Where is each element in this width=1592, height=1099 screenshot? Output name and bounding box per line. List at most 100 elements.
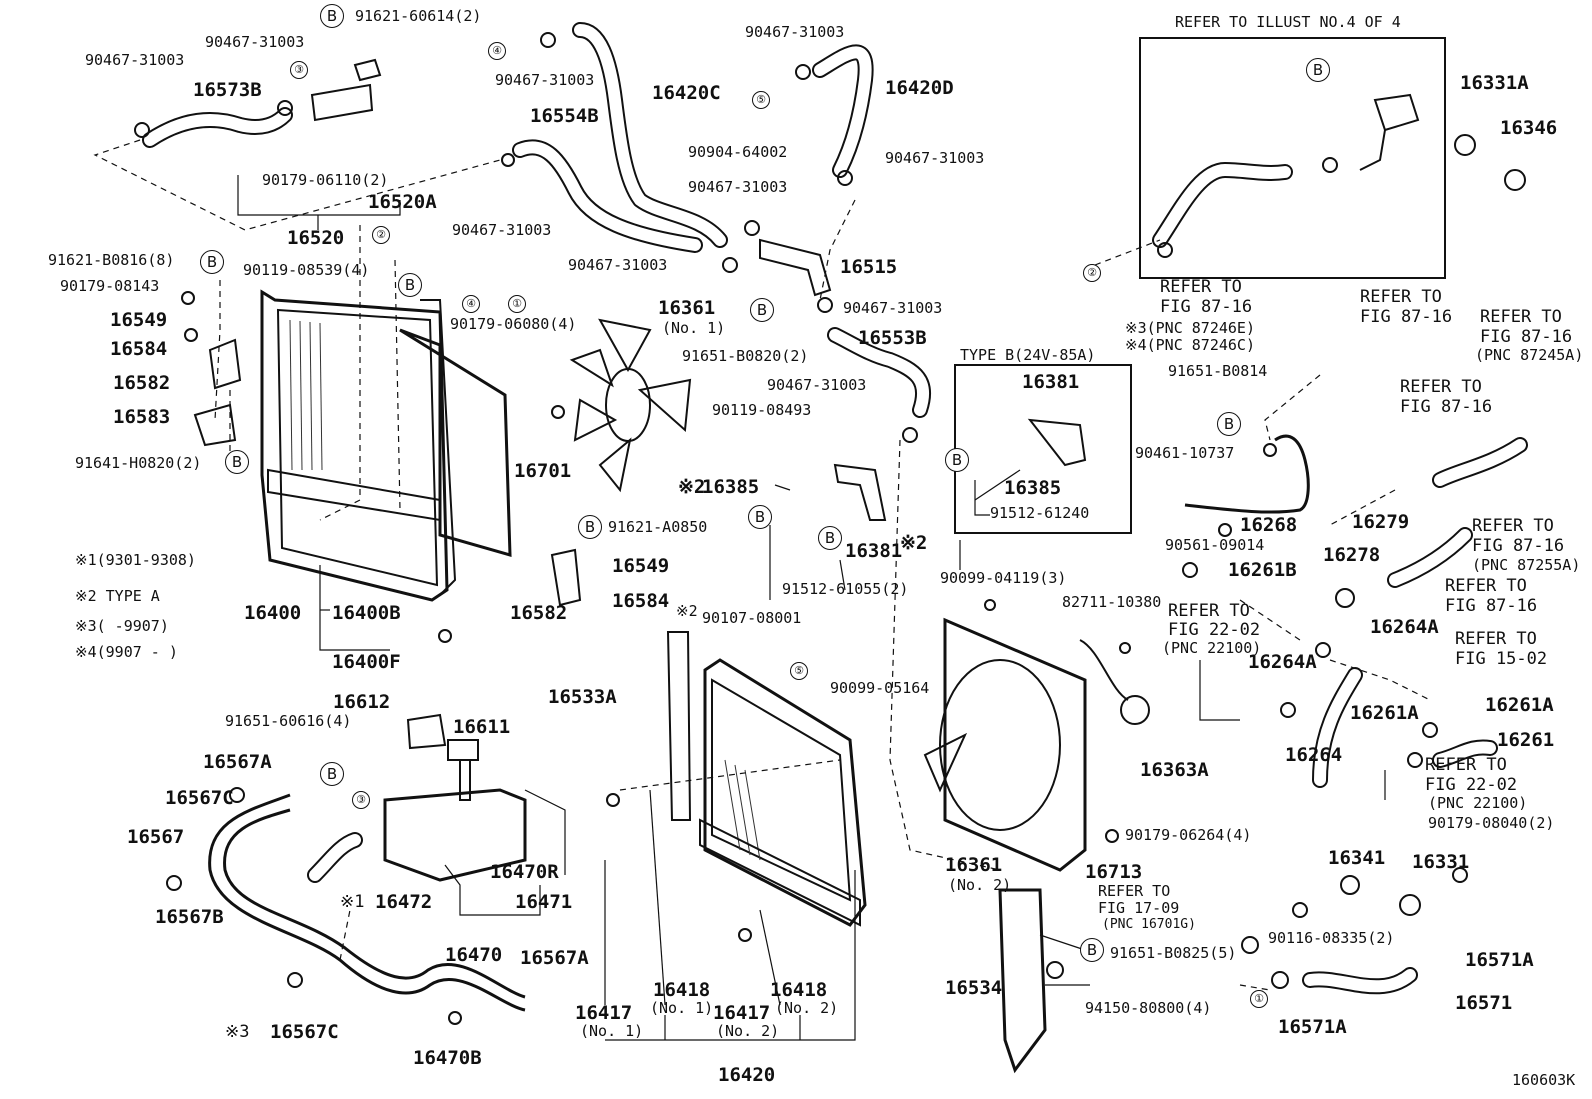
part-90107-08001: 90107-08001 bbox=[702, 609, 802, 627]
part-91651-60616: 91651-60616(4) bbox=[225, 712, 352, 730]
part-16571A: 16571A bbox=[1278, 1016, 1347, 1038]
part-90467-31003: 90467-31003 bbox=[85, 51, 185, 69]
fan-shroud-16701 bbox=[399, 328, 512, 558]
part-90179-06264: 90179-06264(4) bbox=[1125, 826, 1252, 844]
part-16268: 16268 bbox=[1240, 514, 1298, 536]
part-16261A: 16261A bbox=[1485, 694, 1554, 716]
part-16341: 16341 bbox=[1328, 847, 1386, 869]
part-16520: 16520 bbox=[287, 227, 345, 249]
part-16264: 16264 bbox=[1285, 744, 1343, 766]
refer-text: REFER TO bbox=[1360, 287, 1442, 307]
part-16549: 16549 bbox=[110, 309, 168, 331]
part-90119-08539: 90119-08539(4) bbox=[243, 261, 370, 279]
callout-b: B bbox=[748, 505, 772, 529]
part-90119-08493: 90119-08493 bbox=[712, 401, 812, 419]
part-16278: 16278 bbox=[1323, 544, 1381, 566]
part-16533A: 16533A bbox=[548, 686, 617, 708]
note-2: ※2 TYPE A bbox=[75, 587, 160, 605]
part-16573B: 16573B bbox=[193, 79, 262, 101]
mark-type-a: ※2 bbox=[676, 602, 698, 620]
part-16417-no2-sub: (No. 2) bbox=[716, 1022, 780, 1040]
part-16261: 16261 bbox=[1497, 729, 1555, 751]
part-16418-no2-sub: (No. 2) bbox=[775, 999, 839, 1017]
callout-4: ④ bbox=[462, 295, 480, 313]
refer-text: FIG 87-16 bbox=[1445, 596, 1538, 616]
part-16567C: 16567C bbox=[165, 787, 234, 809]
part-90467-31003: 90467-31003 bbox=[452, 221, 552, 239]
part-16417-no2: 16417 bbox=[713, 1002, 771, 1024]
fan-motor-16363A bbox=[1079, 639, 1150, 725]
note-3: ※3( -9907) bbox=[75, 617, 169, 635]
refer-text: REFER TO bbox=[1400, 377, 1482, 397]
part-16418-no1: 16418 bbox=[653, 979, 711, 1001]
callout-5: ⑤ bbox=[790, 662, 808, 680]
callout-b: B bbox=[750, 298, 774, 322]
part-16264A: 16264A bbox=[1370, 616, 1439, 638]
callout-b: B bbox=[1306, 58, 1330, 82]
part-16549: 16549 bbox=[612, 555, 670, 577]
refer-text: FIG 17-09 bbox=[1098, 899, 1180, 917]
part-16520A: 16520A bbox=[368, 191, 437, 213]
part-16385: 16385 bbox=[702, 476, 760, 498]
part-16381: 16381 bbox=[845, 540, 903, 562]
inset-title-type-b: TYPE B(24V-85A) bbox=[960, 346, 1096, 364]
refer-text: FIG 22-02 bbox=[1168, 620, 1261, 640]
part-90179-08143: 90179-08143 bbox=[60, 277, 160, 295]
part-90467-31003: 90467-31003 bbox=[568, 256, 668, 274]
part-16582: 16582 bbox=[510, 602, 568, 624]
refer-text: REFER TO bbox=[1168, 601, 1250, 621]
part-82711-10380: 82711-10380 bbox=[1062, 593, 1162, 611]
part-16361-no2-sub: (No. 2) bbox=[948, 876, 1012, 894]
part-16261A: 16261A bbox=[1350, 702, 1419, 724]
part-16471: 16471 bbox=[515, 891, 573, 913]
refer-text: FIG 87-16 bbox=[1400, 397, 1493, 417]
part-91641-H0820: 91641-H0820(2) bbox=[75, 454, 202, 472]
part-90467-31003: 90467-31003 bbox=[843, 299, 943, 317]
part-16363A: 16363A bbox=[1140, 759, 1209, 781]
part-16279: 16279 bbox=[1352, 511, 1410, 533]
callout-b: B bbox=[818, 526, 842, 550]
part-16470B: 16470B bbox=[413, 1047, 482, 1069]
refer-text: REFER TO bbox=[1472, 516, 1554, 536]
part-16418-no1-sub: (No. 1) bbox=[650, 999, 714, 1017]
part-16361-no1-sub: (No. 1) bbox=[662, 319, 726, 337]
callout-b: B bbox=[1080, 938, 1104, 962]
part-16567B: 16567B bbox=[155, 906, 224, 928]
part-16361-no1: 16361 bbox=[658, 297, 716, 319]
part-90099-05164: 90099-05164 bbox=[830, 679, 930, 697]
part-90116-08335: 90116-08335(2) bbox=[1268, 929, 1395, 947]
part-16582: 16582 bbox=[113, 372, 171, 394]
mark-type-a: ※2 bbox=[678, 476, 706, 498]
inset-box-illust-4 bbox=[1139, 37, 1446, 279]
callout-1: ① bbox=[1250, 990, 1268, 1008]
part-91512-61055: 91512-61055(2) bbox=[782, 580, 909, 598]
refer-text: FIG 87-16 bbox=[1160, 297, 1253, 317]
part-16567C: 16567C bbox=[270, 1021, 339, 1043]
radiator-right bbox=[699, 658, 867, 927]
part-16361-no2: 16361 bbox=[945, 854, 1003, 876]
part-90467-31003: 90467-31003 bbox=[885, 149, 985, 167]
part-16420C: 16420C bbox=[652, 82, 721, 104]
part-16331: 16331 bbox=[1412, 851, 1470, 873]
refer-text: ※4(PNC 87246C) bbox=[1125, 336, 1255, 354]
part-91651-B0820: 91651-B0820(2) bbox=[682, 347, 809, 365]
bracket-16533A bbox=[666, 631, 692, 821]
inset-title-illust-4: REFER TO ILLUST NO.4 OF 4 bbox=[1175, 13, 1401, 31]
part-91621-B0816: 91621-B0816(8) bbox=[48, 251, 175, 269]
mark-note-1: ※1 bbox=[340, 892, 365, 912]
part-90179-08040: 90179-08040(2) bbox=[1428, 814, 1555, 832]
part-90467-31003: 90467-31003 bbox=[205, 33, 305, 51]
fan-guard-16534 bbox=[998, 888, 1047, 1074]
refer-text: (PNC 87245A) bbox=[1475, 346, 1584, 364]
part-16567A: 16567A bbox=[203, 751, 272, 773]
refer-text: REFER TO bbox=[1098, 882, 1171, 900]
part-90904-64002: 90904-64002 bbox=[688, 143, 788, 161]
part-16571: 16571 bbox=[1455, 992, 1513, 1014]
part-16701: 16701 bbox=[514, 460, 572, 482]
refer-text: (PNC 16701G) bbox=[1102, 917, 1196, 932]
part-91512-61240: 91512-61240 bbox=[990, 504, 1090, 522]
callout-b: B bbox=[1217, 412, 1241, 436]
part-16583: 16583 bbox=[113, 406, 171, 428]
reservoir-tank-16470 bbox=[383, 788, 527, 882]
